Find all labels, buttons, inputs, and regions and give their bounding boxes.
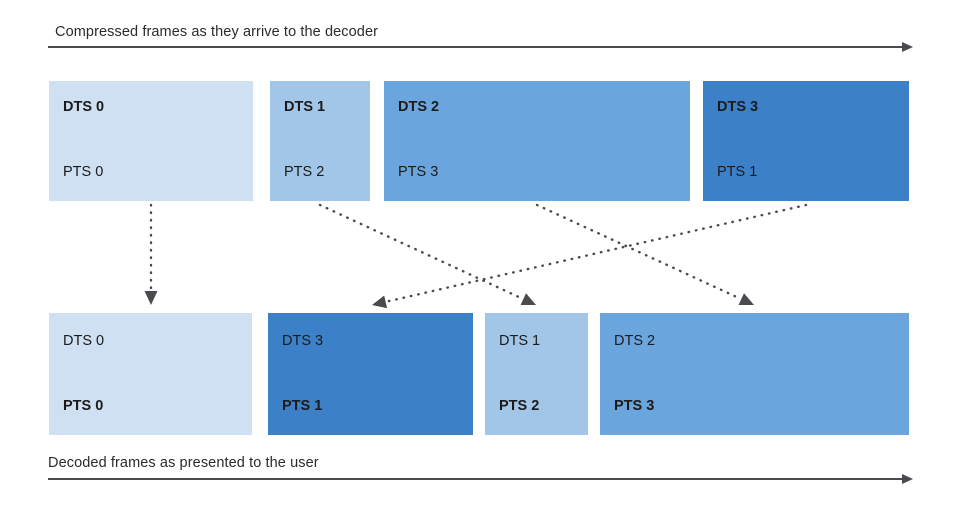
frame-pts-label: PTS 3 (614, 398, 655, 414)
frame-dts-label: DTS 1 (284, 99, 326, 115)
decoded-frame-0: DTS 0 PTS 0 (49, 313, 252, 435)
top-timeline-axis (48, 46, 904, 48)
decoded-frame-2: DTS 1 PTS 2 (485, 313, 588, 435)
top-row-caption: Compressed frames as they arrive to the … (55, 24, 379, 40)
frame-pts-label: PTS 2 (499, 398, 540, 414)
dts0-to-pts0-arrowhead-icon (144, 291, 158, 305)
bottom-row-caption: Decoded frames as presented to the user (48, 455, 319, 471)
frame-pts-label: PTS 0 (63, 398, 104, 414)
compressed-frame-0: DTS 0 PTS 0 (49, 81, 253, 201)
dts3-to-pts1-dotted-line (384, 203, 808, 304)
dts1-to-pts2-arrowhead-icon (520, 293, 536, 306)
dts2-to-pts3-connector (535, 203, 754, 306)
dts3-to-pts1-connector (372, 203, 808, 309)
decoded-frame-1: DTS 3 PTS 1 (268, 313, 473, 435)
frame-pts-label: PTS 1 (282, 398, 323, 414)
frame-dts-label: DTS 2 (398, 99, 440, 115)
frame-pts-label: PTS 0 (63, 164, 104, 180)
top-timeline-arrowhead-icon (902, 42, 913, 52)
dts0-to-pts0-connector (144, 203, 158, 305)
compressed-frame-1: DTS 1 PTS 2 (270, 81, 370, 201)
frame-pts-label: PTS 3 (398, 164, 439, 180)
compressed-frame-2: DTS 2 PTS 3 (384, 81, 690, 201)
dts2-to-pts3-arrowhead-icon (738, 293, 754, 306)
frame-pts-label: PTS 1 (717, 164, 758, 180)
dts3-to-pts1-arrowhead-icon (372, 295, 388, 309)
dts1-to-pts2-connector (318, 203, 536, 306)
frame-dts-label: DTS 3 (282, 333, 324, 349)
frame-dts-label: DTS 0 (63, 99, 105, 115)
bottom-timeline-axis (48, 478, 904, 480)
frame-dts-label: DTS 2 (614, 333, 656, 349)
frame-dts-label: DTS 0 (63, 333, 105, 349)
dts2-to-pts3-dotted-line (535, 203, 743, 301)
bottom-timeline-arrowhead-icon (902, 474, 913, 484)
decoded-frame-3: DTS 2 PTS 3 (600, 313, 909, 435)
dts1-to-pts2-dotted-line (318, 203, 525, 301)
compressed-frame-3: DTS 3 PTS 1 (703, 81, 909, 201)
frame-pts-label: PTS 2 (284, 164, 325, 180)
frame-dts-label: DTS 3 (717, 99, 759, 115)
frame-dts-label: DTS 1 (499, 333, 541, 349)
